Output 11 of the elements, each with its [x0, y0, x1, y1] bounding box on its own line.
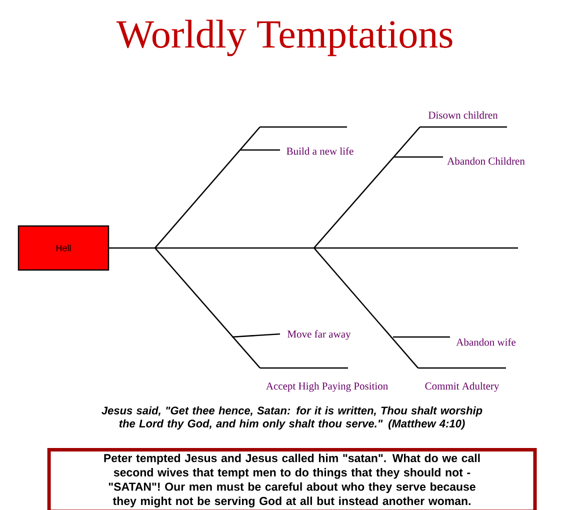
branch-label: Abandon Children: [447, 157, 525, 165]
branch-label: Disown children: [428, 111, 498, 119]
branch-label: Accept High Paying Position: [266, 382, 388, 392]
branch-label: Move far away: [288, 330, 351, 340]
branch-label: Commit Adultery: [425, 382, 500, 392]
branch-label: Build a new life: [286, 147, 354, 155]
branch-label: Abandon wife: [456, 338, 516, 346]
quote-caption: Jesus said, "Get thee hence, Satan: for it is written, Thou shalt worship the Lord thy God, and him only shalt thou serve." (Matthew 4:10): [102, 406, 482, 430]
process-box: Hell: [18, 225, 110, 271]
text-box: Peter tempted Jesus and Jesus called him "satan". What do we call second wives that tempt men to do things that they should not - "SATAN"! Our men must be careful about who they serve because they might not be serving God at all but instead another woman.: [47, 448, 537, 510]
title: Worldly Temptations: [116, 20, 452, 56]
